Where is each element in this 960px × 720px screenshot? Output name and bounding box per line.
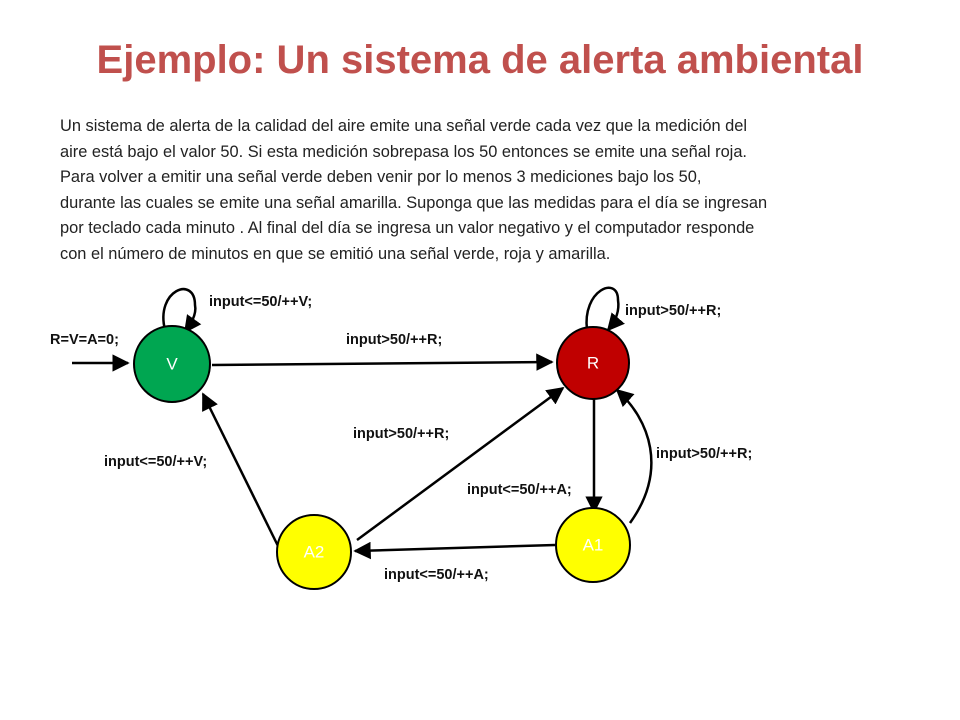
- edge-a2-to-v-label: input<=50/++V;: [104, 454, 207, 470]
- description-line: Para volver a emitir una señal verde deb…: [60, 168, 702, 186]
- problem-description: Un sistema de alerta de la calidad del a…: [60, 114, 910, 267]
- edge-r-self-label: input>50/++R;: [625, 303, 721, 319]
- edge-a2-to-v: [201, 392, 280, 547]
- edge-v-to-r: [211, 353, 554, 371]
- state-a1: A1: [555, 507, 631, 583]
- edge-a1-to-a2-label: input<=50/++A;: [384, 567, 489, 583]
- edge-a2-to-r-label: input>50/++R;: [353, 426, 449, 442]
- state-r: R: [556, 326, 630, 400]
- description-line: Un sistema de alerta de la calidad del a…: [60, 117, 747, 135]
- edge-a1-to-r: [615, 388, 653, 524]
- page-title: Ejemplo: Un sistema de alerta ambiental: [96, 38, 864, 82]
- state-a2: A2: [276, 514, 352, 590]
- edge-v-self: [162, 287, 202, 334]
- description-line: por teclado cada minuto . Al final del d…: [60, 219, 755, 237]
- state-v: V: [133, 325, 211, 403]
- initial-label: R=V=A=0;: [50, 332, 119, 348]
- edge-v-to-r-label: input>50/++R;: [346, 332, 442, 348]
- description-line: con el número de minutos en que se emiti…: [60, 244, 611, 263]
- state-r-label: R: [587, 354, 599, 373]
- edge-r-to-a1-label: input<=50/++A;: [467, 482, 572, 498]
- state-a1-label: A1: [583, 536, 604, 555]
- edge-a1-to-r-label: input>50/++R;: [656, 446, 752, 462]
- state-v-label: V: [166, 355, 178, 374]
- description-line: aire está bajo el valor 50. Si esta medi…: [60, 142, 747, 161]
- edge-a1-to-a2: [353, 541, 556, 560]
- state-a2-label: A2: [304, 543, 325, 562]
- edge-v-self-label: input<=50/++V;: [209, 294, 312, 310]
- edge-r-self: [585, 286, 625, 332]
- description-line: durante las cuales se emite una señal am…: [60, 193, 768, 212]
- edge-a2-to-r: [356, 386, 565, 542]
